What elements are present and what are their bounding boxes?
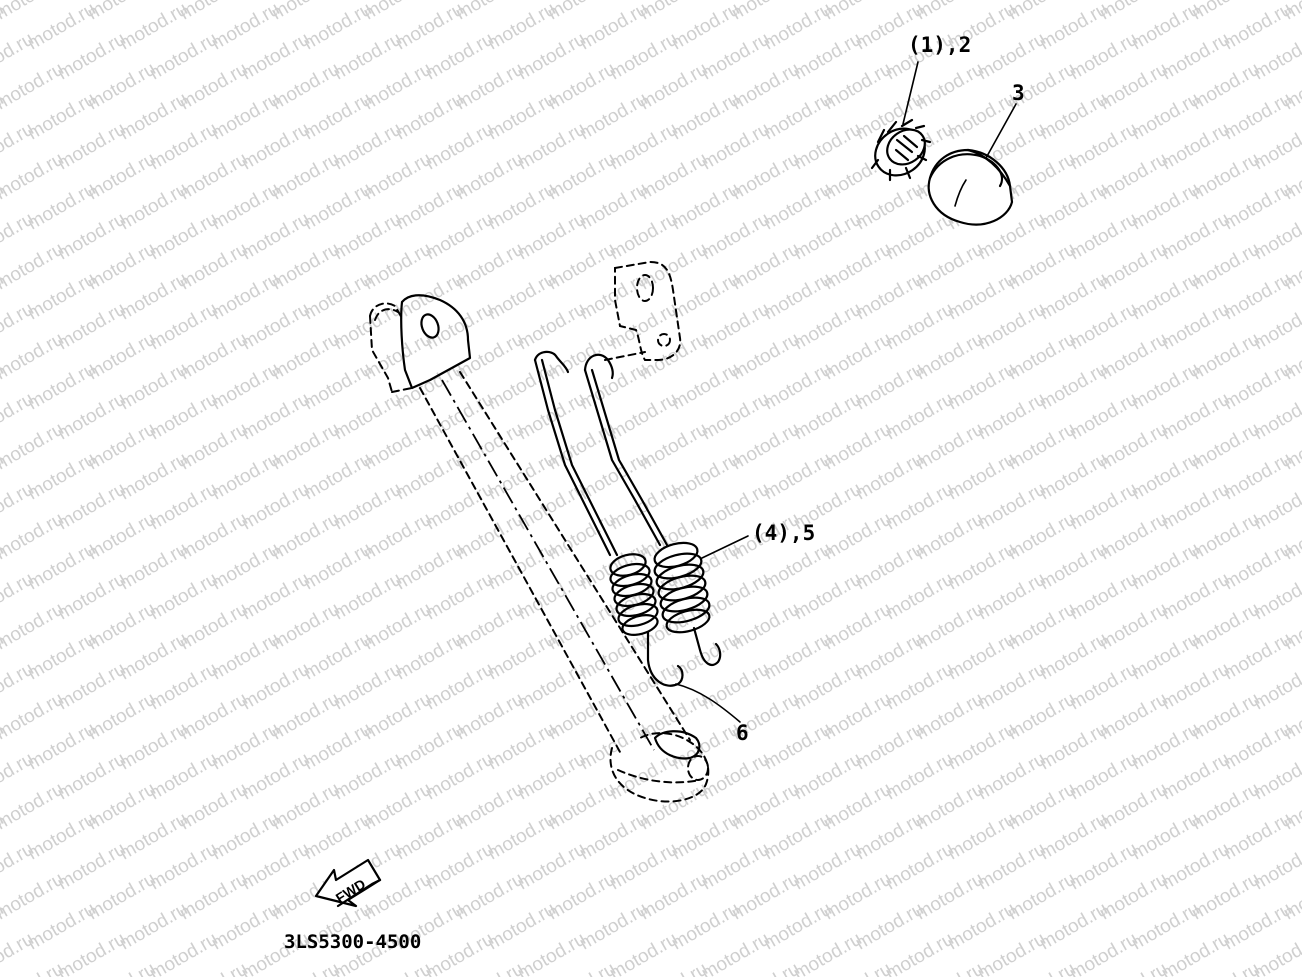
sidestand-part: [369, 294, 710, 803]
cap-part: [927, 148, 1014, 226]
callout-part-3: 3: [1012, 81, 1025, 105]
castle-nut-part: [870, 118, 932, 182]
callout-part-1-2: (1),2: [908, 33, 971, 57]
spring-coils-left: [609, 553, 659, 636]
bracket-part: [604, 260, 682, 361]
spring-right-part: [583, 353, 722, 666]
diagram-part-code: 3LS5300-4500: [284, 931, 421, 953]
leader-lines: [675, 61, 1017, 723]
callout-part-4-5: (4),5: [752, 521, 815, 545]
callout-part-6: 6: [736, 721, 749, 745]
spring-coils-right: [653, 541, 711, 634]
